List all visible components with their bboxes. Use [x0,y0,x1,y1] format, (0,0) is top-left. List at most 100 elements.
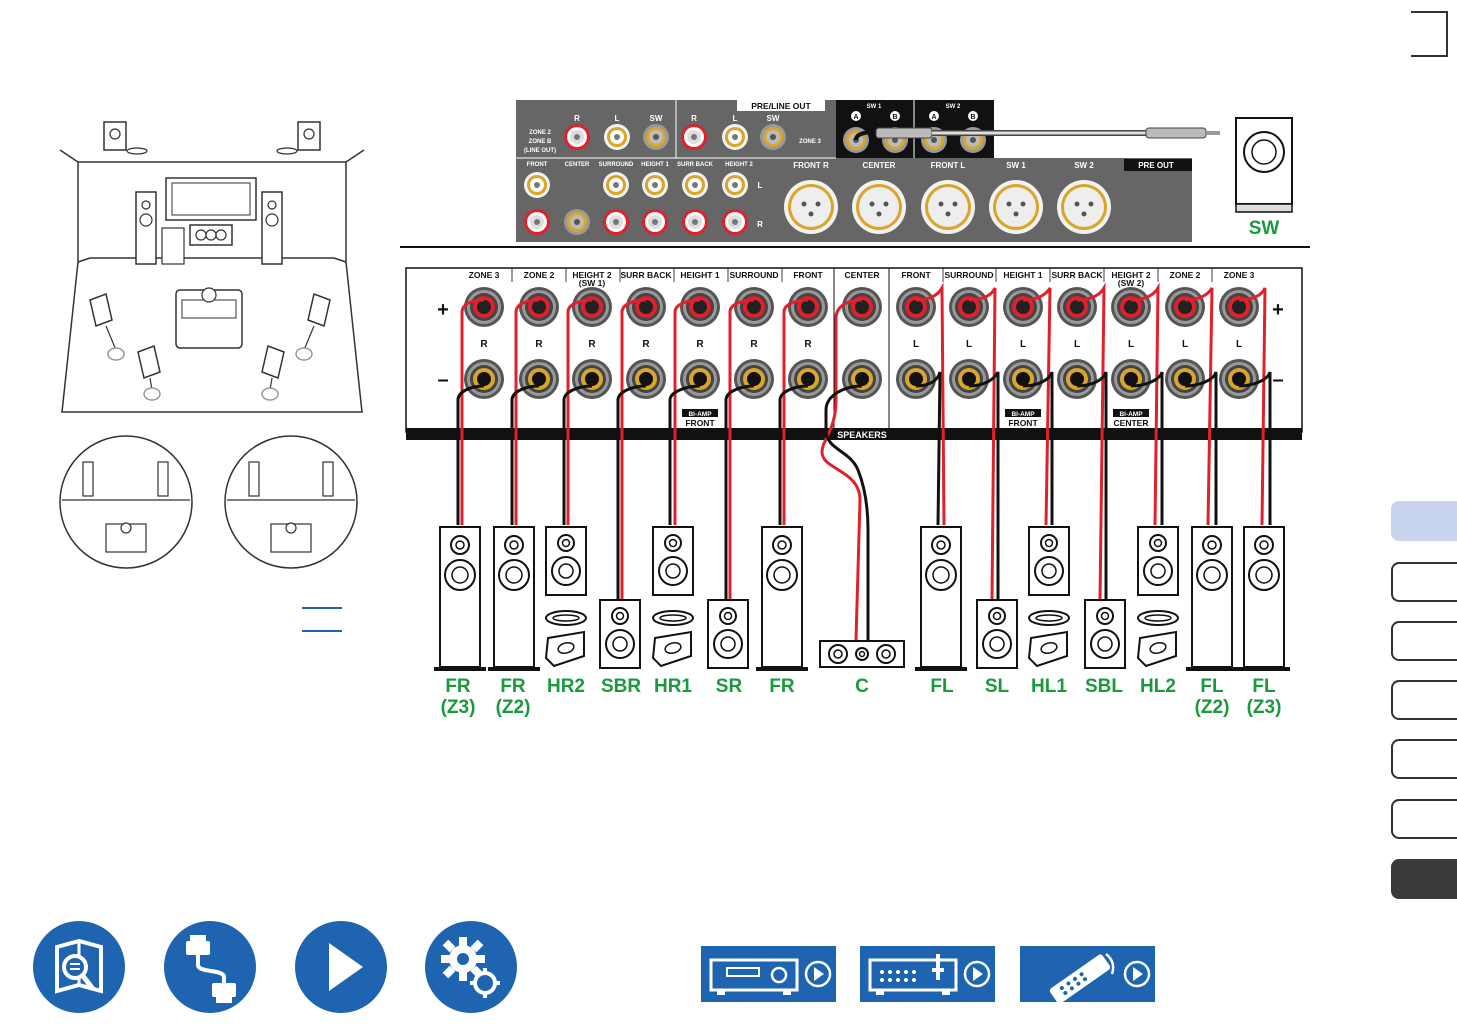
term-col-height1-r: HEIGHT 1 [680,270,719,280]
manual-icon [55,938,103,994]
svg-text:R: R [642,339,650,350]
sofa-icon [175,287,243,349]
connection-diagram: PRE/LINE OUT ZONE 2 ZONE B (LINE OUT) R … [59,100,1310,718]
term-col-height1-l: HEIGHT 1 [1003,270,1042,280]
side-tab-3[interactable] [1391,621,1457,661]
playback-button[interactable] [295,921,387,1013]
zone2-jack-l-label: L [615,114,620,123]
surround-right-small-icon [295,292,331,361]
speaker-label-1: FR [500,676,526,697]
zone3-jack-r-label: R [691,114,697,123]
plus-left: + [437,299,449,321]
speaker-center-icon [819,640,905,668]
side-tab-4[interactable] [1391,680,1457,720]
svg-text:R: R [535,339,543,350]
zone2-sw-jack [643,124,669,150]
rear-panel-button[interactable] [860,946,995,1002]
zone2-jack-r-label: R [574,114,580,123]
speaker-label-11: SBL [1085,676,1123,697]
speaker-label-6: FR [769,676,795,697]
pre-line-out-label: PRE/LINE OUT [751,101,811,111]
speaker-label-14-sub: (Z3) [1247,697,1282,718]
speaker-sbr-icon [599,599,641,669]
pre-out-col-height2: HEIGHT 2 [725,162,753,168]
xlr-sw2-jack [1057,180,1111,234]
side-tab-7[interactable] [1391,859,1457,899]
pre-out-col-center: CENTER [565,162,590,168]
term-col-surround-r: SURROUND [729,270,778,280]
sw1-a-marker [851,111,861,121]
svg-text:L: L [1074,339,1080,350]
term-col-front-l: FRONT [901,270,931,280]
pre-out-col-surround: SURROUND [599,162,634,168]
side-tab-1[interactable] [1391,501,1457,541]
term-col-height2-l: HEIGHT 2 [1111,270,1150,280]
svg-text:L: L [913,339,919,350]
speaker-sl-icon [976,599,1018,669]
xlr-label-center: CENTER [863,161,896,170]
pre-out-col-surr-back: SURR BACK [677,162,714,168]
svg-text:L: L [966,339,972,350]
speaker-fl-z2-icon [1185,526,1239,672]
zone-layout-circle-left [59,435,193,569]
negative-terminal-row [464,359,1259,399]
side-tab-2[interactable] [1391,562,1457,602]
speaker-fr-z3-icon [433,526,487,672]
svg-text:A: A [853,114,858,121]
manual-button[interactable] [33,921,125,1013]
surround-back-right-small-icon [261,344,285,401]
speaker-fl-icon [914,526,968,672]
sw2-a-marker [929,111,939,121]
term-col-surround-l: SURROUND [944,270,993,280]
minus-left: – [437,369,448,391]
speaker-label-1-sub: (Z2) [496,697,531,718]
sw2-label: SW 2 [946,104,961,110]
zone-out-label-2: ZONE B [529,139,552,145]
side-tab-5[interactable] [1391,739,1457,779]
svg-text:CENTER: CENTER [1114,418,1149,428]
svg-text:R: R [480,339,488,350]
ceiling-speaker-right-icon [276,121,321,155]
speaker-label-12: HL2 [1140,676,1176,697]
svg-text:R: R [696,339,704,350]
svg-text:BI-AMP: BI-AMP [1011,411,1035,418]
biamp-label-front-r: BI-AMP FRONT [682,409,718,428]
settings-button[interactable] [425,921,517,1013]
side-tab-6[interactable] [1391,799,1457,839]
term-col-height2-r-sub: (SW 1) [579,278,606,288]
speaker-label-10: HL1 [1031,676,1067,697]
speaker-label-13-sub: (Z2) [1195,697,1230,718]
pre-out-col-front: FRONT [527,162,548,168]
svg-text:R: R [750,339,758,350]
sw2-b-marker [968,111,978,121]
speaker-label-4: HR1 [654,676,692,697]
speaker-fr-z2-icon [487,526,541,672]
xlr-sw1-jack [989,180,1043,234]
svg-text:BI-AMP: BI-AMP [1119,411,1143,418]
positive-terminal-row [464,287,1259,327]
term-col-zone2-r: ZONE 2 [524,270,555,280]
speaker-hr1-icon [652,526,694,596]
speaker-labels: FR (Z3) FR (Z2) HR2 SBR HR1 SR FR C FL S… [441,676,1282,718]
term-col-zone2-l: ZONE 2 [1170,270,1201,280]
zone3-jack-sw-label: SW [767,114,780,123]
settings-icon [441,937,500,998]
sw1-b-marker [890,111,900,121]
zone3-label: ZONE 3 [799,139,821,145]
zone2-r-jack [564,124,590,150]
xlr-label-sw1: SW 1 [1006,161,1026,170]
biamp-label-front-l: BI-AMP FRONT [1005,409,1041,428]
xlr-label-front-r: FRONT R [793,161,829,170]
connection-button[interactable] [164,921,256,1013]
svg-text:R: R [588,339,596,350]
room-layout-illustration [59,121,365,413]
speaker-label-3: SBR [601,676,641,697]
svg-text:L: L [1128,339,1134,350]
front-panel-button[interactable] [701,946,836,1002]
zone2-l-jack [604,124,630,150]
remote-button[interactable] [1020,946,1155,1002]
speaker-hl1-ceiling-icon [1028,610,1070,667]
xlr-label-front-l: FRONT L [931,161,966,170]
speaker-hl1-icon [1028,526,1070,596]
speaker-label-2: HR2 [547,676,585,697]
